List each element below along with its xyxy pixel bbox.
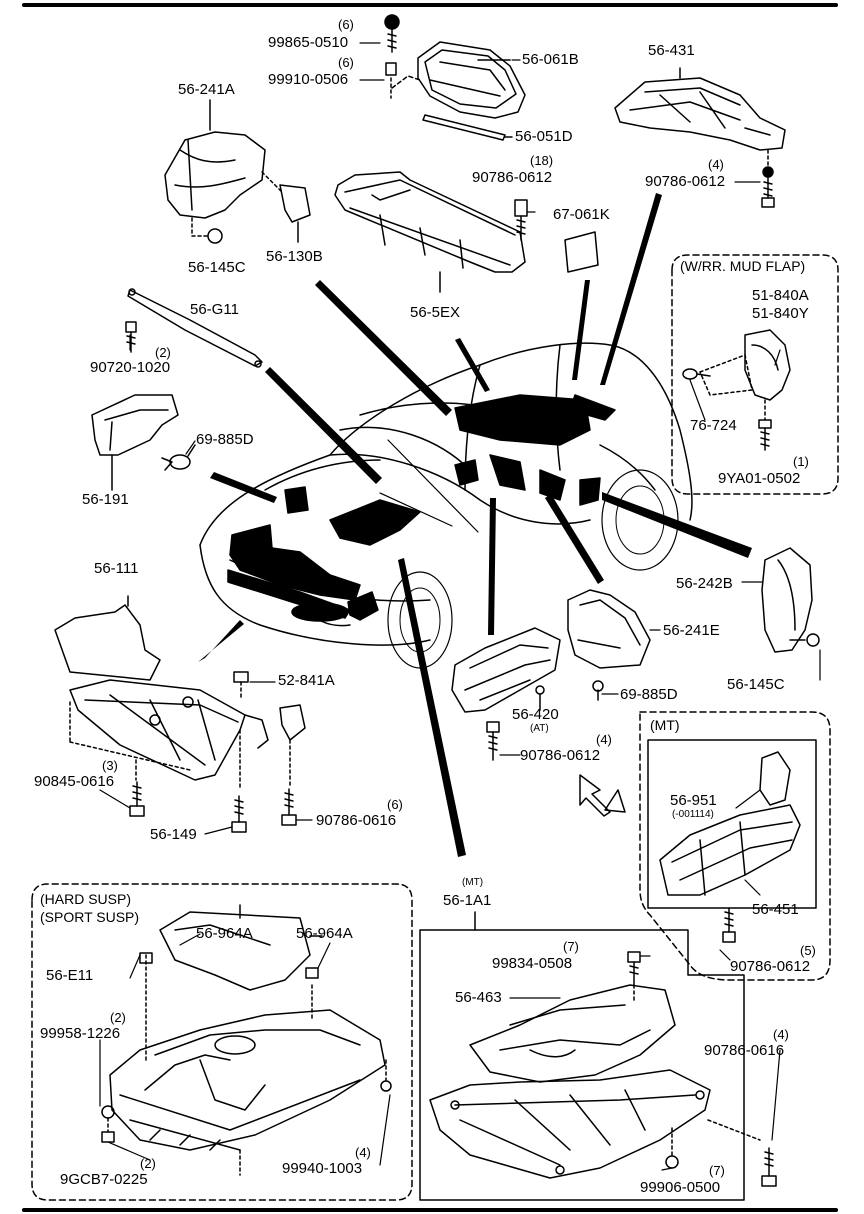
qty-90786-0612-mid: (18) bbox=[530, 153, 554, 168]
label-56-241E: 56-241E bbox=[663, 622, 720, 639]
label-90786-0612-top: 90786-0612 bbox=[645, 173, 726, 190]
frame-title-hard-susp: (HARD SUSP) bbox=[40, 891, 132, 907]
part-56-431 bbox=[614, 67, 786, 208]
qty-99958-1226: (2) bbox=[110, 1010, 126, 1025]
frame-title-mt: (MT) bbox=[650, 717, 680, 733]
qty-9YA01-0502: (1) bbox=[793, 454, 809, 469]
label-51-840A: 51-840A bbox=[752, 287, 809, 304]
label-56-051D: 56-051D bbox=[515, 128, 573, 145]
part-56-242B bbox=[761, 547, 820, 653]
label-56-420: 56-420 bbox=[512, 706, 559, 723]
part-67-061K bbox=[564, 231, 599, 273]
qty-99906-0500: (7) bbox=[709, 1163, 725, 1178]
label-90786-0612-lower: 90786-0612 bbox=[520, 747, 601, 764]
label-90786-0616-mid: 90786-0616 bbox=[316, 812, 397, 829]
label-90786-0612-mt: 90786-0612 bbox=[730, 958, 811, 975]
frame-title-sport-susp: (SPORT SUSP) bbox=[40, 909, 140, 925]
label-56-111: 56-111 bbox=[94, 560, 139, 577]
label-99940-1003: 99940-1003 bbox=[282, 1160, 363, 1177]
screws-top bbox=[384, 14, 400, 99]
part-56-061B bbox=[391, 41, 526, 141]
label-90845-0616: 90845-0616 bbox=[34, 773, 115, 790]
label-56-431: 56-431 bbox=[648, 42, 695, 59]
label-56-145C-left: 56-145C bbox=[188, 259, 246, 276]
qty-90786-0612-top: (4) bbox=[708, 157, 724, 172]
leader-lines bbox=[379, 439, 479, 533]
part-56-420 bbox=[451, 627, 561, 761]
highlighted-areas bbox=[227, 394, 616, 622]
label-56-149: 56-149 bbox=[150, 826, 197, 843]
part-56-241E bbox=[567, 589, 651, 701]
label-at-note: (AT) bbox=[530, 723, 549, 734]
label-leaders bbox=[99, 42, 821, 1171]
label-56-5EX: 56-5EX bbox=[410, 304, 461, 321]
part-56-191 bbox=[91, 394, 196, 491]
frame-mud-flap bbox=[671, 254, 839, 495]
frame-hard-susp bbox=[31, 883, 413, 1201]
frame-56-1A1 bbox=[419, 911, 777, 1201]
label-51-840Y: 51-840Y bbox=[752, 305, 809, 322]
label-90786-0616-bot: 90786-0616 bbox=[704, 1042, 785, 1059]
label-99906-0500: 99906-0500 bbox=[640, 1179, 721, 1196]
label-76-724: 76-724 bbox=[690, 417, 737, 434]
label-99910-0506: 99910-0506 bbox=[268, 71, 349, 88]
label-56-451: 56-451 bbox=[752, 901, 799, 918]
qty-90786-0616-mid: (6) bbox=[387, 797, 403, 812]
pointer-wedges bbox=[198, 193, 752, 857]
label-56-241A: 56-241A bbox=[178, 81, 235, 98]
qty-90786-0612-mt: (5) bbox=[800, 943, 816, 958]
label-56-G11: 56-G11 bbox=[190, 301, 239, 318]
label-56-191: 56-191 bbox=[82, 491, 129, 508]
bolt-90786-0612-mid bbox=[514, 199, 528, 241]
qty-99865-0510: (6) bbox=[338, 17, 354, 32]
label-56-1A1: 56-1A1 bbox=[443, 892, 492, 909]
label-56-242B: 56-242B bbox=[676, 575, 733, 592]
part-56-111 bbox=[54, 595, 306, 833]
label-56-964A-first: 56-964A bbox=[196, 925, 253, 942]
label-56-E11: 56-E11 bbox=[46, 967, 94, 984]
part-51-840A bbox=[682, 329, 791, 451]
qty-90845-0616: (3) bbox=[102, 758, 118, 773]
label-69-885D-right: 69-885D bbox=[620, 686, 678, 703]
label-52-841A: 52-841A bbox=[278, 672, 335, 689]
qty-90786-0616-bot: (4) bbox=[773, 1027, 789, 1042]
label-9GCB7-0225: 9GCB7-0225 bbox=[60, 1171, 148, 1188]
qty-99940-1003: (4) bbox=[355, 1145, 371, 1160]
label-99834-0508: 99834-0508 bbox=[492, 955, 573, 972]
label-99865-0510: 99865-0510 bbox=[268, 34, 349, 51]
qty-9GCB7-0225: (2) bbox=[140, 1156, 156, 1171]
part-56-G11 bbox=[125, 288, 263, 368]
label-serial-note: (-001114) bbox=[672, 809, 714, 820]
label-99958-1226: 99958-1226 bbox=[40, 1025, 121, 1042]
label-67-061K: 67-061K bbox=[553, 206, 610, 223]
frame-mt bbox=[639, 711, 831, 981]
qty-90720-1020: (2) bbox=[155, 345, 171, 360]
label-90720-1020: 90720-1020 bbox=[90, 359, 171, 376]
frame-title-mud-flap: (W/RR. MUD FLAP) bbox=[680, 258, 806, 274]
label-56-061B: 56-061B bbox=[522, 51, 579, 68]
qty-90786-0612-lower: (4) bbox=[596, 732, 612, 747]
label-56-145C-right: 56-145C bbox=[727, 676, 785, 693]
label-90786-0612-mid: 90786-0612 bbox=[472, 169, 553, 186]
part-56-5EX bbox=[334, 171, 526, 293]
label-56-130B: 56-130B bbox=[266, 248, 323, 265]
qty-99910-0506: (6) bbox=[338, 55, 354, 70]
label-56-463: 56-463 bbox=[455, 989, 502, 1006]
label-69-885D-left: 69-885D bbox=[196, 431, 254, 448]
label-9YA01-0502: 9YA01-0502 bbox=[718, 470, 801, 487]
part-56-241A bbox=[164, 99, 311, 244]
qty-99834-0508: (7) bbox=[563, 939, 579, 954]
label-56-964A-second: 56-964A bbox=[296, 925, 353, 942]
label-mt-note: (MT) bbox=[462, 877, 484, 888]
orientation-arrows bbox=[579, 774, 626, 817]
label-56-951: 56-951 bbox=[670, 792, 717, 809]
